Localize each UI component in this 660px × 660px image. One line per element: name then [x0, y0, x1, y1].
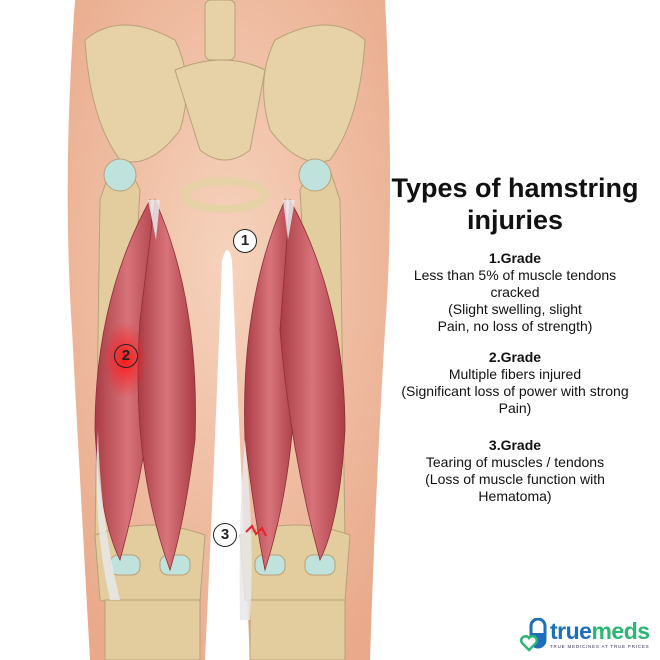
pill-heart-icon	[520, 617, 547, 652]
grade-3: 3.Grade Tearing of muscles / tendons (Lo…	[385, 437, 645, 505]
grade-text: (Significant loss of power with strong	[401, 383, 629, 399]
grade-text: Less than 5% of muscle tendons	[413, 267, 617, 283]
pelvis	[84, 0, 366, 213]
grade-text: Pain, no loss of strength)	[437, 318, 593, 334]
right-biceps-femoris	[279, 198, 346, 562]
left-semitendinosus	[137, 198, 196, 572]
grade3-tear	[245, 524, 267, 537]
grade-text: Hematoma)	[478, 488, 552, 504]
logo-wordmark: truemeds	[550, 618, 650, 645]
marker-grade-3: 3	[213, 523, 237, 547]
page-title: Types of hamstring injuries	[391, 173, 639, 235]
marker-grade-1: 1	[233, 229, 257, 253]
logo-word-meds: meds	[591, 618, 650, 644]
truemeds-logo: truemeds TRUE MEDICINES AT TRUE PRICES	[520, 617, 650, 652]
marker-grade-2: 2	[114, 344, 138, 368]
grade-text: Pain)	[498, 400, 532, 416]
grade-text: cracked	[490, 284, 540, 300]
grade-text: (Loss of muscle function with	[425, 471, 605, 487]
grade-text: Tearing of muscles / tendons	[425, 454, 605, 470]
grade-title: 3.Grade	[488, 437, 542, 453]
logo-tagline: TRUE MEDICINES AT TRUE PRICES	[550, 644, 650, 649]
info-panel: Types of hamstring injuries 1.Grade Less…	[385, 172, 645, 519]
logo-word-true: true	[550, 618, 592, 644]
grade-title: 2.Grade	[488, 349, 542, 365]
grade-1: 1.Grade Less than 5% of muscle tendons c…	[385, 250, 645, 335]
grade-text: Multiple fibers injured	[448, 366, 582, 382]
grade-title: 1.Grade	[488, 250, 542, 266]
grade-2: 2.Grade Multiple fibers injured (Signifi…	[385, 349, 645, 417]
grade-text: (Slight swelling, slight	[448, 301, 582, 317]
